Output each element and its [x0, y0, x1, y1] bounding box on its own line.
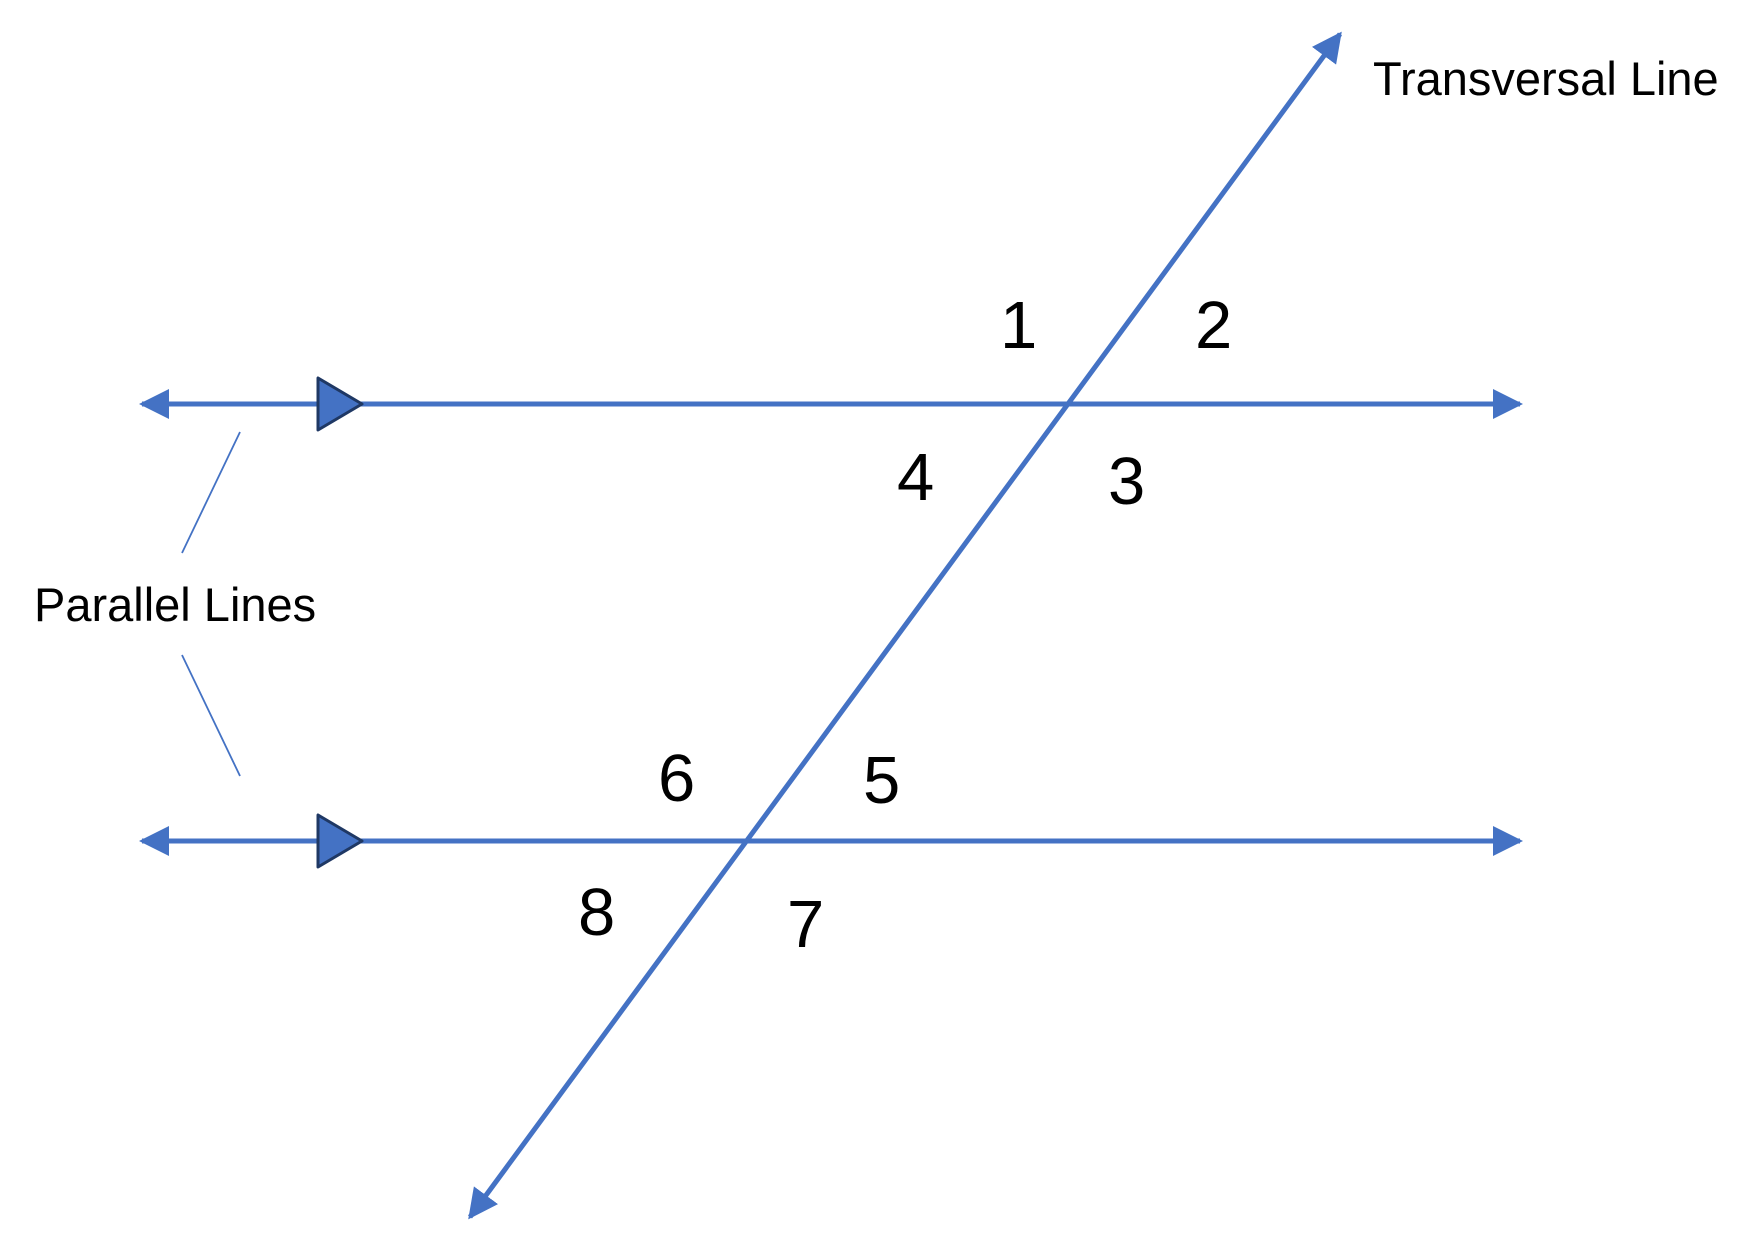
angle-label-4: 4: [897, 440, 934, 515]
parallel-pointer-top: [181, 431, 241, 554]
transversal-line-label: Transversal Line: [1373, 52, 1719, 105]
angle-label-7: 7: [787, 887, 824, 962]
parallel-lines-label: Parallel Lines: [34, 578, 316, 631]
angle-label-1: 1: [1000, 288, 1037, 363]
angle-label-6: 6: [658, 741, 695, 816]
parallel-marker-icon: [316, 376, 364, 432]
angle-label-8: 8: [578, 875, 615, 950]
parallel-pointer-bottom: [181, 654, 241, 777]
angle-label-3: 3: [1108, 444, 1145, 519]
angle-label-2: 2: [1195, 288, 1232, 363]
parallel-marker-icon: [316, 813, 364, 869]
angle-label-5: 5: [863, 743, 900, 818]
transversal-line: [467, 31, 1343, 1220]
